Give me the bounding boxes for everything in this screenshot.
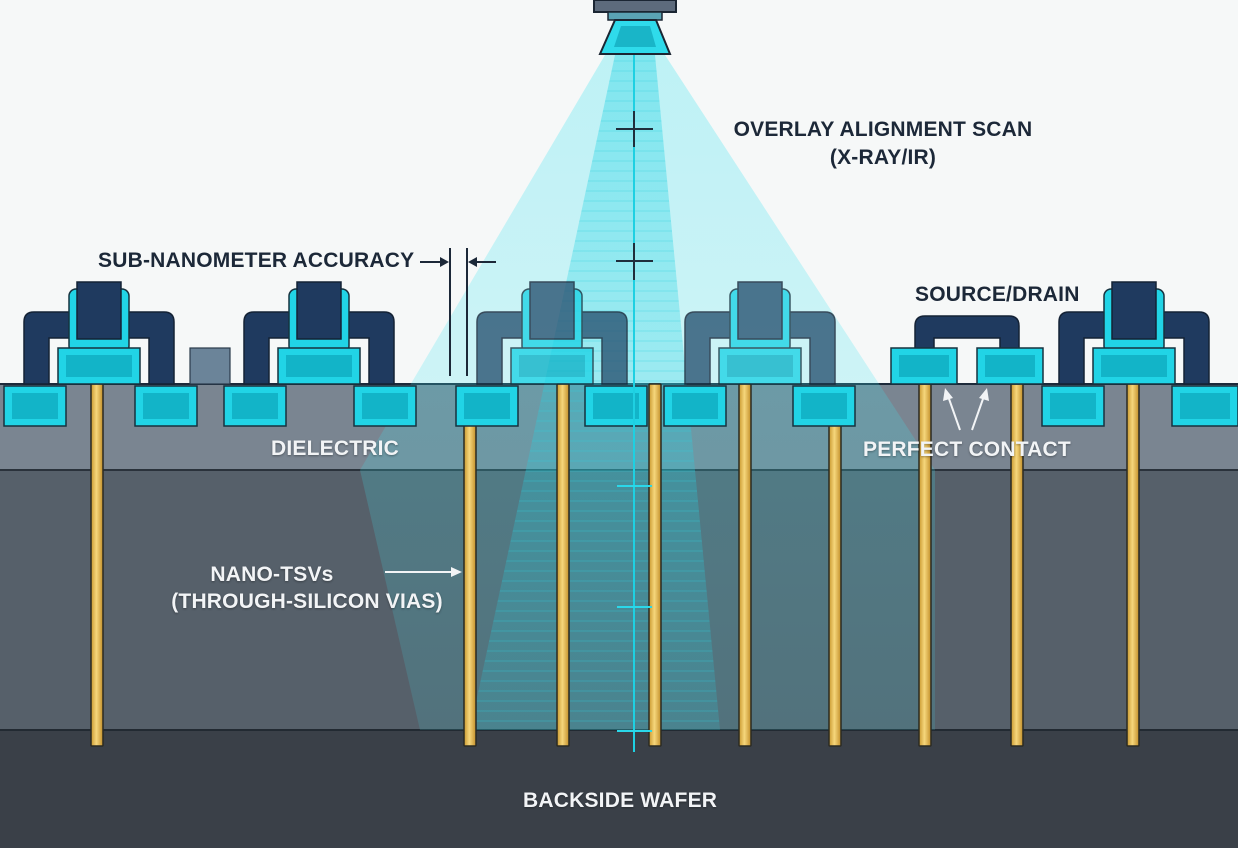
transistor xyxy=(1058,281,1210,385)
buried-contact xyxy=(1041,385,1105,427)
buried-contact xyxy=(455,385,519,427)
transistor xyxy=(243,281,395,385)
drain-contact xyxy=(976,347,1044,385)
buried-contact xyxy=(223,385,287,427)
source-contact xyxy=(890,347,958,385)
gate-arch xyxy=(243,311,395,385)
gate-arch xyxy=(476,311,628,385)
buried-contact xyxy=(3,385,67,427)
sub-nanometer-label: SUB-NANOMETER ACCURACY xyxy=(98,249,415,272)
nano-tsv-label: NANO-TSVs (THROUGH-SILICON VIAS) xyxy=(162,561,452,615)
overlay-scan-label-line2: (X-RAY/IR) xyxy=(829,146,937,169)
source-drain-contact xyxy=(510,347,594,385)
buried-contact xyxy=(584,385,648,427)
transistor xyxy=(684,281,836,385)
source-drain-label: SOURCE/DRAIN xyxy=(915,283,1080,306)
tsv-via xyxy=(648,383,662,747)
backside-wafer-layer xyxy=(0,730,1238,848)
buried-contact xyxy=(353,385,417,427)
tsv-via xyxy=(463,424,477,747)
gate-electrode xyxy=(737,281,783,340)
gate-arch xyxy=(684,311,836,385)
gate-electrode xyxy=(1111,281,1157,340)
backside-wafer-label: BACKSIDE WAFER xyxy=(523,789,718,812)
nano-tsv-arrow xyxy=(385,567,462,577)
device-group xyxy=(3,281,1238,427)
gate-electrode xyxy=(296,281,342,340)
dummy-fill-block xyxy=(189,347,231,385)
alignment-crosshair xyxy=(616,243,653,280)
source-drain-contact xyxy=(277,347,361,385)
tsv-via xyxy=(738,383,752,747)
buried-contact xyxy=(792,385,856,427)
scanner-head xyxy=(593,0,677,55)
buried-contact xyxy=(134,385,198,427)
transistor xyxy=(476,281,628,385)
overlay-scan-label-line1: OVERLAY ALIGNMENT SCAN xyxy=(733,118,1033,141)
alignment-crosshair xyxy=(616,111,653,147)
source-drain-contact xyxy=(57,347,141,385)
buried-contact xyxy=(663,385,727,427)
source-drain-pair xyxy=(890,315,1044,385)
source-drain-contact xyxy=(718,347,802,385)
transistor xyxy=(23,281,175,385)
overlay-scan-label: OVERLAY ALIGNMENT SCAN (X-RAY/IR) xyxy=(718,116,1048,172)
tsv-via xyxy=(556,383,570,747)
nano-tsv-label-line2: (THROUGH-SILICON VIAS) xyxy=(171,590,443,613)
tsv-via xyxy=(1126,383,1140,747)
perfect-contact-arrows xyxy=(943,388,989,431)
source-drain-contact xyxy=(1092,347,1176,385)
gate-arch xyxy=(1058,311,1210,385)
scan-axis xyxy=(616,55,653,752)
tsv-via xyxy=(828,424,842,747)
gate-electrode xyxy=(529,281,575,340)
accuracy-marker xyxy=(420,248,496,376)
tsv-via xyxy=(90,383,104,747)
gate-arch xyxy=(23,311,175,385)
nano-tsv-label-line1: NANO-TSVs xyxy=(210,563,334,586)
dielectric-label: DIELECTRIC xyxy=(271,437,399,460)
gate-electrode xyxy=(76,281,122,340)
perfect-contact-label: PERFECT CONTACT xyxy=(863,438,1071,461)
buried-contact xyxy=(1171,385,1238,427)
